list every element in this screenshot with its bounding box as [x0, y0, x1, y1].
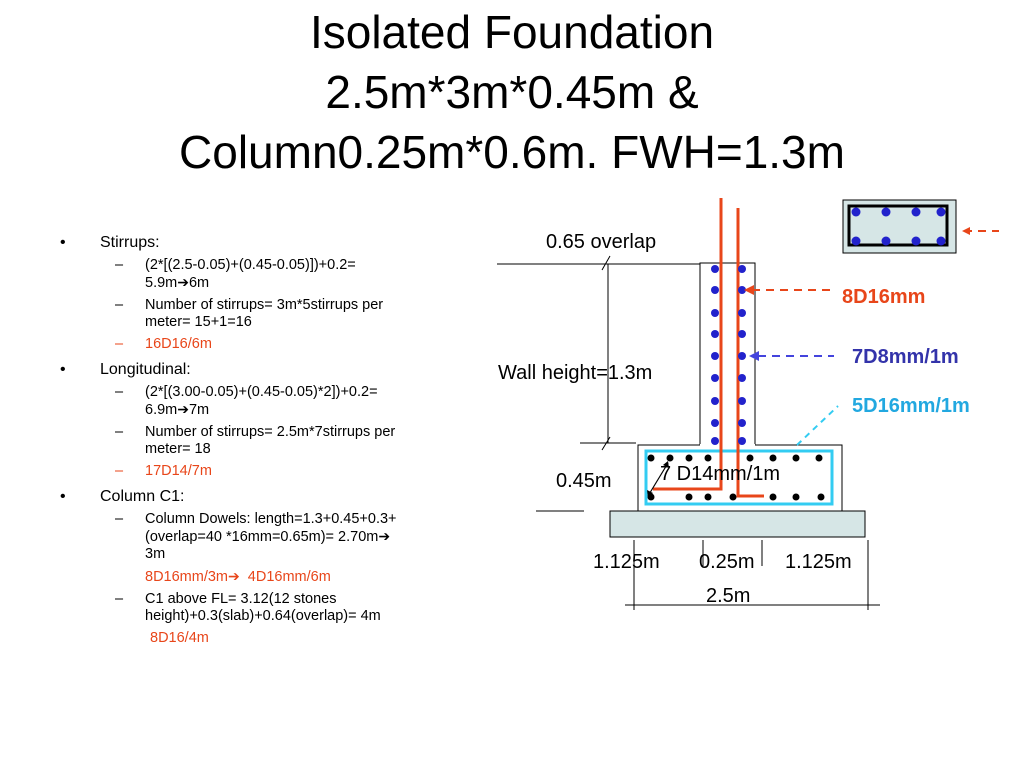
- dim-right-label: 1.125m: [785, 551, 852, 573]
- column-dowels-calc: – Column Dowels: length=1.3+0.45+0.3+(ov…: [115, 511, 397, 562]
- dim-left-label: 1.125m: [593, 551, 660, 573]
- depth-arrow: [647, 462, 669, 497]
- footing-rebar-dots: [647, 454, 825, 501]
- bullet: •: [60, 234, 66, 251]
- column-dowel-bar-inner: [736, 208, 764, 498]
- footing-bar-label: 5D16mm/1m: [852, 395, 970, 417]
- lean-concrete-slab: [609, 510, 866, 538]
- dimension-lines: [497, 255, 880, 610]
- longitudinal-result: – 17D14/7m: [115, 463, 212, 479]
- title-line-2: 2.5m*3m*0.45m &: [325, 66, 699, 118]
- column-dowels-result: 8D16mm/3m➔ 4D16mm/6m: [145, 568, 331, 585]
- dim-mid-label: 0.25m: [699, 551, 755, 573]
- stirrups-result: – 16D16/6m: [115, 336, 212, 352]
- stirrups-length-calc: – (2*[(2.5-0.05)+(0.45-0.05)])+0.2= 5.9m…: [115, 257, 356, 291]
- stirrups-heading: • Stirrups:: [60, 234, 160, 251]
- longitudinal-heading: • Longitudinal:: [60, 361, 191, 378]
- section-pointer-head: [962, 227, 970, 235]
- arrow-icon: ➔: [177, 401, 189, 417]
- title-line-3: Column0.25m*0.6m. FWH=1.3m: [179, 126, 845, 178]
- arrow-icon: ➔: [378, 528, 391, 544]
- dim-total-label: 2.5m: [706, 585, 750, 607]
- arrow-icon: ➔: [177, 274, 189, 290]
- title-line-1: Isolated Foundation: [309, 6, 715, 58]
- arrow-icon: ➔: [228, 568, 240, 584]
- depth-label: 0.45m: [556, 470, 612, 492]
- longitudinal-count: – Number of stirrups= 2.5m*7stirrups per…: [115, 424, 396, 457]
- calculation-notes: • Stirrups: – (2*[(2.5-0.05)+(0.45-0.05)…: [60, 226, 410, 647]
- dowel-callout-head: [744, 285, 754, 295]
- stirrup-label: 7D8mm/1m: [852, 346, 959, 368]
- bottom-bars-label: 7 D14mm/1m: [660, 463, 780, 485]
- overlap-label: 0.65 overlap: [546, 231, 656, 253]
- depth-arrow-head: [663, 461, 669, 468]
- stirrups-count: – Number of stirrups= 3m*5stirrups per m…: [115, 297, 384, 330]
- column-above-calc: – C1 above FL= 3.12(12 stones height)+0.…: [115, 591, 381, 624]
- longitudinal-length-calc: – (2*[(3.00-0.05)+(0.45-0.05)*2])+0.2= 6…: [115, 384, 378, 418]
- column-section-stirrup: [847, 204, 949, 247]
- stirrup-callout-head: [749, 351, 759, 361]
- column-rebar-dots: [711, 265, 746, 445]
- depth-arrow-head: [647, 490, 653, 498]
- footing-callout-line: [796, 405, 839, 446]
- page-title: Isolated Foundation 2.5m*3m*0.45m & Colu…: [0, 2, 1024, 182]
- column-heading: • Column C1:: [60, 488, 185, 505]
- column-above-result: 8D16/4m: [150, 630, 209, 646]
- dowel-label: 8D16mm: [842, 286, 925, 308]
- wall-height-label: Wall height=1.3m: [498, 362, 652, 384]
- column-dowel-bar-outer: [653, 198, 723, 491]
- column-section-bars: [851, 207, 946, 246]
